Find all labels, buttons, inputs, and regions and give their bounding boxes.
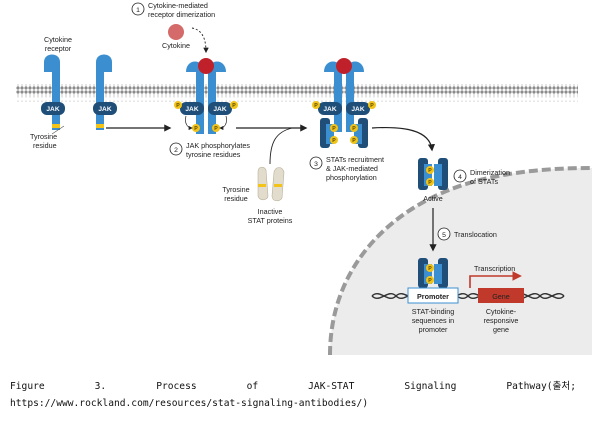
caption-word: of bbox=[246, 381, 259, 392]
receptor-pair-inactive: JAK JAK bbox=[41, 54, 117, 130]
arrow-cytokine-binding bbox=[191, 27, 209, 54]
jak-label-c1: JAK bbox=[323, 106, 336, 113]
nuclear-stat-dimer: P P bbox=[418, 258, 448, 288]
gene-box bbox=[478, 288, 524, 303]
tyrosine-residue-label-1: Tyrosine bbox=[30, 132, 57, 141]
step-3-text-2: & JAK-mediated bbox=[326, 164, 378, 173]
jak-label-c2: JAK bbox=[351, 106, 364, 113]
inactive-stat-label-2: STAT proteins bbox=[248, 216, 293, 225]
jak-label-b1: JAK bbox=[185, 106, 198, 113]
svg-text:P: P bbox=[176, 103, 180, 109]
step-4: 4 Dimerization of STATs bbox=[453, 168, 510, 186]
step-2-text-2: tyrosine residues bbox=[186, 150, 241, 159]
caption-source-url: https://www.rockland.com/resources/stat-… bbox=[10, 398, 369, 409]
receptor-dimer-c: JAK JAK P P P P P P bbox=[312, 58, 376, 148]
active-stat-dimer: P P bbox=[418, 158, 448, 190]
step-5: 5 Translocation bbox=[437, 227, 497, 241]
active-label: Active bbox=[423, 194, 443, 203]
step-3-text-3: phosphorylation bbox=[326, 173, 377, 182]
transcription-label: Transcription bbox=[474, 264, 515, 273]
step-4-text-2: of STATs bbox=[470, 177, 498, 186]
svg-text:P: P bbox=[428, 278, 432, 284]
caption-word: Signaling bbox=[404, 381, 457, 392]
tyrosine-residue-label-2: residue bbox=[33, 141, 57, 150]
transcription-arrow bbox=[469, 271, 522, 288]
svg-text:P: P bbox=[428, 266, 432, 272]
svg-text:P: P bbox=[314, 103, 318, 109]
stat-binding-label-2: sequences in bbox=[412, 316, 454, 325]
step-4-text-1: Dimerization bbox=[470, 168, 510, 177]
caption-word: Pathway(출처; bbox=[506, 381, 576, 392]
cytokine-bound-b bbox=[198, 58, 214, 74]
step-3-text-1: STATs recruitment bbox=[326, 155, 384, 164]
svg-text:P: P bbox=[428, 168, 432, 174]
figure-caption: Figure 3. Process of JAK-STAT Signaling … bbox=[10, 378, 576, 412]
svg-text:P: P bbox=[332, 138, 336, 144]
stat-binding-label-1: STAT-binding bbox=[412, 307, 454, 316]
svg-text:P: P bbox=[370, 103, 374, 109]
step-1-text-2: receptor dimerization bbox=[148, 10, 215, 19]
cytokine-receptor-label-1: Cytokine bbox=[44, 35, 72, 44]
step-2: 2 JAK phosphorylates tyrosine residues bbox=[169, 141, 250, 159]
jak-label-a2: JAK bbox=[98, 106, 111, 113]
svg-text:P: P bbox=[428, 180, 432, 186]
inactive-stat-proteins bbox=[257, 166, 285, 202]
svg-text:3: 3 bbox=[314, 161, 318, 168]
nucleus bbox=[330, 168, 592, 355]
promoter-box bbox=[407, 287, 459, 304]
nuclear-envelope bbox=[328, 166, 592, 355]
svg-text:P: P bbox=[214, 126, 218, 132]
caption-word: Figure bbox=[10, 381, 45, 392]
caption-word: JAK-STAT bbox=[308, 381, 355, 392]
svg-text:P: P bbox=[332, 126, 336, 132]
gene-label: Gene bbox=[492, 292, 510, 301]
svg-text:P: P bbox=[232, 103, 236, 109]
cytokine-responsive-label-1: Cytokine- bbox=[486, 307, 517, 316]
cytokine-label: Cytokine bbox=[162, 41, 190, 50]
inactive-stat-label-1: Inactive bbox=[258, 207, 283, 216]
caption-word: Process bbox=[156, 381, 197, 392]
step-1-text-1: Cytokine-mediated bbox=[148, 1, 208, 10]
svg-text:P: P bbox=[352, 138, 356, 144]
dna-strand-2 bbox=[371, 293, 565, 299]
arrow-step-4 bbox=[371, 126, 436, 152]
svg-text:1: 1 bbox=[136, 7, 140, 14]
promoter-label: Promoter bbox=[417, 292, 449, 301]
jak-label-b2: JAK bbox=[213, 106, 226, 113]
step-5-text-1: Translocation bbox=[454, 230, 497, 239]
caption-word: 3. bbox=[94, 381, 107, 392]
step-3: 3 STATs recruitment & JAK-mediated phosp… bbox=[309, 155, 384, 182]
tyrosine-residue-label-c2: residue bbox=[224, 194, 248, 203]
cytokine-free bbox=[168, 24, 184, 40]
svg-text:P: P bbox=[352, 126, 356, 132]
arrow-stat-recruit bbox=[269, 127, 293, 165]
cytokine-bound-c bbox=[336, 58, 352, 74]
cytokine-receptor-label-2: receptor bbox=[45, 44, 72, 53]
jak-label-a1: JAK bbox=[46, 106, 59, 113]
cell-membrane bbox=[16, 84, 578, 102]
step-1: 1 Cytokine-mediated receptor dimerizatio… bbox=[131, 1, 215, 19]
svg-text:2: 2 bbox=[174, 147, 178, 154]
svg-text:4: 4 bbox=[458, 174, 462, 181]
svg-text:5: 5 bbox=[442, 232, 446, 239]
cytokine-responsive-label-3: gene bbox=[493, 325, 509, 334]
receptor-dimer-b: JAK JAK P P P P bbox=[174, 58, 238, 134]
step-2-text-1: JAK phosphorylates bbox=[186, 141, 250, 150]
tyrosine-residue-label-c1: Tyrosine bbox=[222, 185, 249, 194]
stat-binding-label-3: promoter bbox=[419, 325, 448, 334]
cytokine-responsive-label-2: responsive bbox=[484, 316, 519, 325]
jak-stat-diagram: JAK JAK Cytokine receptor Tyrosine resid… bbox=[16, 1, 592, 355]
svg-text:P: P bbox=[194, 126, 198, 132]
